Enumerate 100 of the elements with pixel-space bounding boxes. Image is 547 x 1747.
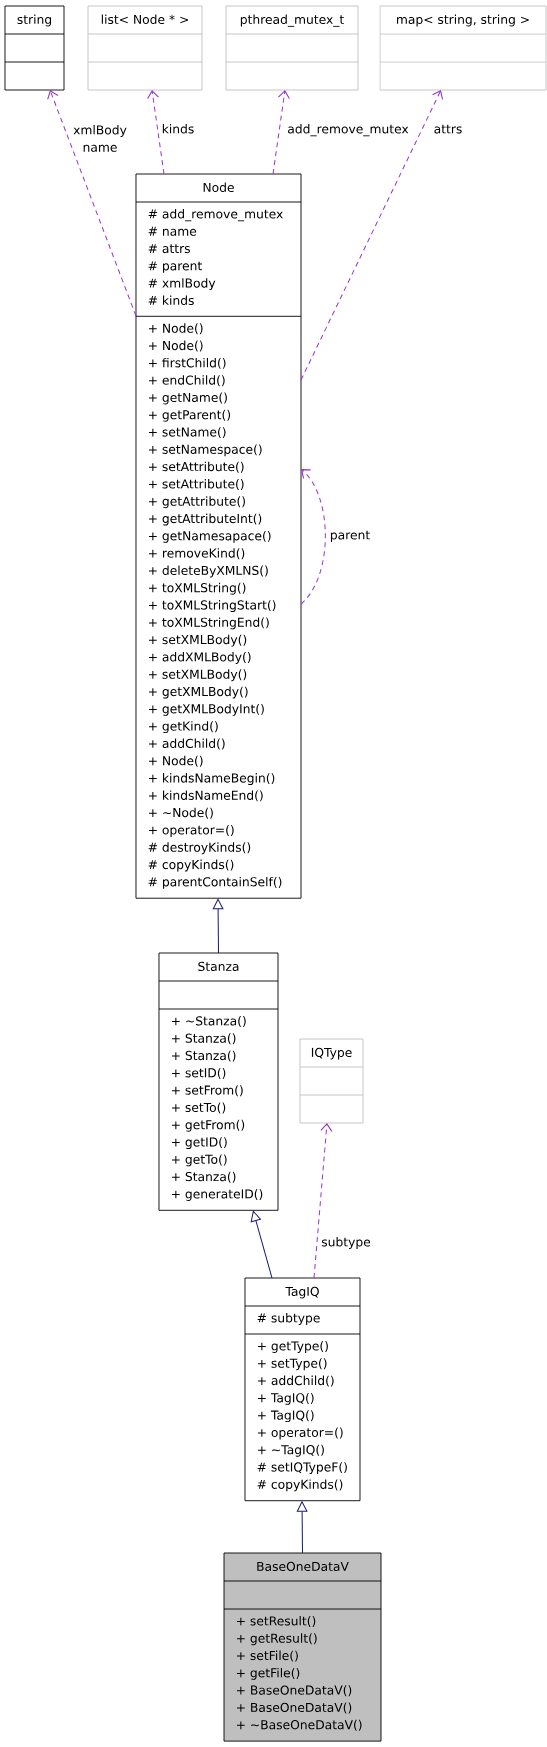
- method-text: + getNamesapace(): [149, 530, 271, 543]
- method-text: + removeKind(): [149, 548, 245, 560]
- arrow: [147, 90, 165, 175]
- attribute-text: # parent: [148, 261, 202, 273]
- method-text: + kindsNameBegin(): [149, 773, 275, 785]
- method-text: + toXMLStringEnd(): [149, 617, 269, 630]
- method-text: + setName(): [149, 427, 226, 439]
- class-name: Node: [203, 182, 234, 193]
- method-text: + setFile(): [237, 1650, 298, 1662]
- method-text: + getXMLBody(): [149, 686, 248, 699]
- method-text: + getAttributeInt(): [149, 513, 262, 526]
- edge-label: kinds: [160, 122, 196, 138]
- curved-arrow: [300, 469, 326, 605]
- edge-label: xmlBody name: [71, 123, 129, 152]
- class-box: [158, 952, 279, 1211]
- method-text: + addXMLBody(): [149, 652, 251, 664]
- method-text: + Stanza(): [172, 1050, 236, 1062]
- arrow: [272, 90, 290, 175]
- method-text: + getTo(): [172, 1154, 227, 1167]
- method-text: + getFile(): [237, 1667, 300, 1680]
- method-text: + setTo(): [172, 1102, 226, 1114]
- method-text: + generateID(): [172, 1189, 263, 1201]
- method-text: + getName(): [149, 392, 227, 405]
- method-text: + toXMLStringStart(): [149, 600, 276, 612]
- method-text: + deleteByXMLNS(): [149, 565, 268, 578]
- arrow: [47, 90, 137, 317]
- class-box: [135, 173, 302, 899]
- class-box: [223, 1552, 382, 1742]
- method-text: + ~BaseOneDataV(): [237, 1719, 362, 1731]
- method-text: + ~TagIQ(): [258, 1444, 324, 1457]
- method-text: + operator=(): [149, 825, 234, 837]
- class-name: BaseOneDataV: [257, 1561, 349, 1572]
- method-text: # copyKinds(): [257, 1479, 343, 1492]
- attribute-text: # add_remove_mutex: [148, 209, 283, 222]
- class-box: [4, 5, 65, 91]
- method-text: # setIQTypeF(): [257, 1462, 347, 1474]
- inheritance-arrow: [296, 1501, 308, 1554]
- method-text: + getType(): [258, 1341, 328, 1353]
- method-text: + operator=(): [258, 1427, 343, 1440]
- edge-label: attrs: [432, 122, 464, 138]
- method-text: + getParent(): [149, 409, 230, 422]
- method-text: + ~Node(): [149, 807, 213, 819]
- class-box: [87, 5, 203, 91]
- attribute-text: # subtype: [257, 1313, 320, 1325]
- method-text: + setAttribute(): [149, 479, 244, 490]
- class-box: [244, 1277, 361, 1502]
- class-name: pthread_mutex_t: [240, 14, 344, 27]
- method-text: + kindsNameEnd(): [149, 790, 263, 802]
- method-text: + BaseOneDataV(): [237, 1702, 352, 1714]
- class-name: map< string, string >: [397, 14, 529, 27]
- method-text: + getFrom(): [172, 1119, 245, 1132]
- method-text: # copyKinds(): [148, 859, 234, 872]
- method-text: + getResult(): [237, 1633, 317, 1646]
- method-text: + Stanza(): [172, 1033, 236, 1045]
- method-text: + setAttribute(): [149, 461, 244, 473]
- method-text: # destroyKinds(): [148, 842, 251, 855]
- method-text: + setNamespace(): [149, 444, 262, 457]
- class-name: TagIQ: [285, 1286, 319, 1299]
- method-text: # parentContainSelf(): [148, 876, 282, 889]
- method-text: + Node(): [149, 340, 203, 352]
- method-text: + BaseOneDataV(): [237, 1685, 352, 1697]
- method-text: + Node(): [149, 323, 203, 335]
- attribute-text: # name: [148, 226, 197, 236]
- method-text: + endChild(): [149, 375, 225, 387]
- inheritance-arrow: [212, 898, 224, 954]
- method-text: + setXMLBody(): [149, 634, 247, 647]
- attribute-text: # xmlBody: [148, 278, 216, 291]
- method-text: + toXMLString(): [149, 582, 246, 595]
- arrow: [313, 1123, 333, 1279]
- attribute-text: # attrs: [148, 244, 190, 254]
- inheritance-arrow: [250, 1210, 273, 1279]
- method-text: + TagIQ(): [258, 1410, 314, 1423]
- method-text: + setFrom(): [172, 1085, 243, 1097]
- method-text: + Node(): [149, 755, 203, 767]
- method-text: + firstChild(): [149, 357, 226, 369]
- class-box: [299, 1038, 364, 1124]
- class-name: IQType: [311, 1047, 352, 1060]
- edge-label: parent: [328, 528, 372, 544]
- method-text: + setResult(): [237, 1616, 316, 1627]
- edge-label: add_remove_mutex: [286, 122, 410, 138]
- method-text: + addChild(): [258, 1375, 334, 1387]
- method-text: + getAttribute(): [149, 496, 245, 509]
- edge-label: subtype: [320, 1235, 372, 1251]
- class-name: string: [17, 14, 52, 27]
- method-text: + addChild(): [149, 738, 225, 750]
- method-text: + setID(): [172, 1067, 226, 1079]
- class-box: [379, 5, 547, 91]
- method-text: + setType(): [258, 1358, 327, 1371]
- method-text: + ~Stanza(): [172, 1016, 246, 1027]
- class-box: [225, 5, 359, 91]
- method-text: + getKind(): [149, 721, 218, 734]
- arrow: [300, 90, 444, 381]
- method-text: + setXMLBody(): [149, 669, 247, 682]
- attribute-text: # kinds: [148, 295, 194, 306]
- method-text: + TagIQ(): [258, 1392, 314, 1405]
- class-name: list< Node * >: [101, 14, 188, 25]
- class-name: Stanza: [198, 961, 239, 972]
- method-text: + getXMLBodyInt(): [149, 703, 264, 716]
- method-text: + Stanza(): [172, 1171, 236, 1183]
- method-text: + getID(): [172, 1137, 227, 1149]
